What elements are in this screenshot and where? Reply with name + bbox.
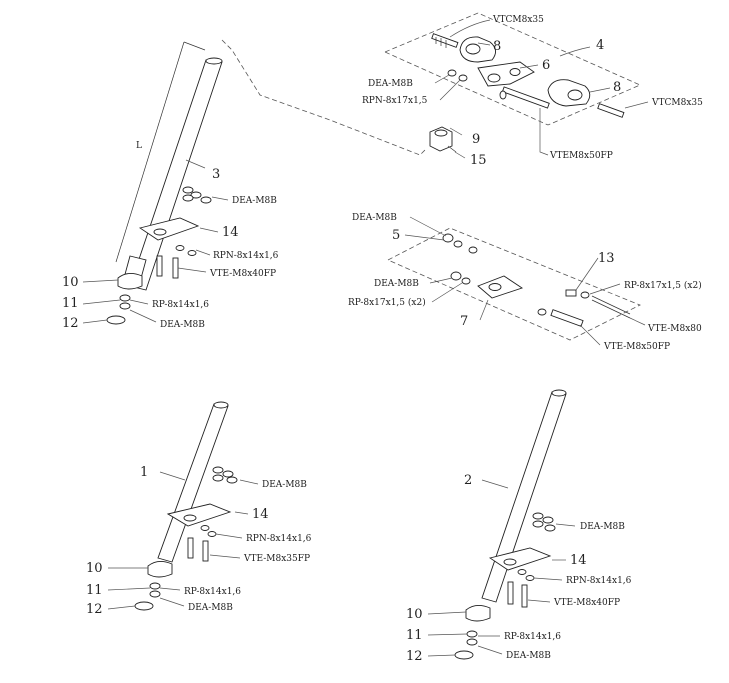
fork-bracket-14-f1	[166, 503, 232, 527]
ring-part-12-f1	[134, 601, 154, 611]
label-rp-f3: RP-8x14x1,6	[152, 300, 209, 310]
label-11-f3: 11	[62, 296, 79, 311]
label-vtcm-top: VTCM8x35	[492, 15, 544, 25]
spacer-part-13	[565, 289, 577, 297]
fork-assembly-1	[134, 401, 238, 611]
label-15: 15	[470, 153, 487, 168]
label-rp-mid-left: RP-8x17x1,5 (x2)	[348, 297, 426, 308]
nut-part-9	[429, 126, 453, 152]
ring-part-12-f2	[454, 650, 474, 660]
label-dea2-f1: DEA-M8B	[188, 603, 233, 613]
label-vte-m8x80: VTE-M8x80	[647, 324, 702, 334]
label-vtcm-right: VTCM8x35	[651, 98, 703, 108]
label-dea-f3: DEA-M8B	[232, 196, 277, 206]
bolt-vtcm-top	[431, 33, 459, 48]
screw-part-15	[447, 145, 457, 153]
ring-part-12-f3	[106, 315, 126, 325]
label-12-f1: 12	[86, 602, 103, 617]
cap-part-10-f1	[147, 561, 173, 578]
label-rpn-top: RPN-8x17x1,5	[362, 96, 428, 106]
label-14-f1: 14	[252, 507, 269, 522]
bolt-vte-m8x50	[550, 309, 584, 327]
label-rp-f1: RP-8x14x1,6	[184, 587, 241, 597]
label-8-right: 8	[613, 80, 621, 95]
washer-dea-top	[447, 69, 457, 77]
label-vte-f1: VTE-M8x35FP	[243, 554, 310, 564]
label-rp-mid-right: RP-8x17x1,5 (x2)	[624, 280, 702, 291]
label-6: 6	[542, 58, 550, 73]
label-dea-mid: DEA-M8B	[352, 213, 397, 223]
label-vtem: VTEM8x50FP	[549, 151, 613, 161]
clamp-assembly-top	[221, 12, 641, 156]
label-14-f2: 14	[570, 553, 587, 568]
fork-bracket-14-f3	[138, 217, 200, 241]
label-3: 3	[212, 167, 220, 182]
label-7: 7	[460, 314, 468, 329]
label-1: 1	[140, 465, 148, 480]
fork-assembly-3	[106, 41, 223, 325]
label-dea-top: DEA-M8B	[368, 79, 413, 89]
bolt-vtcm-right	[597, 103, 625, 118]
clamp-part-8-top	[459, 36, 496, 63]
label-vte-f3: VTE-M8x40FP	[209, 269, 276, 279]
labels: VTCM8x35 8 4 6 DEA-M8B RPN-8x17x1,5 8 VT…	[62, 15, 703, 664]
label-vte-f2: VTE-M8x40FP	[553, 598, 620, 608]
cap-part-10-f3	[117, 273, 143, 290]
washer-part-11-f2	[466, 630, 478, 638]
washer-part-11-f3	[119, 294, 131, 302]
label-rpn-f3: RPN-8x14x1,6	[213, 251, 279, 261]
label-rp-f2: RP-8x14x1,6	[504, 632, 561, 642]
bracket-part-6	[477, 61, 535, 87]
label-14-f3: 14	[222, 225, 239, 240]
label-9: 9	[472, 132, 480, 147]
label-dea-f2: DEA-M8B	[580, 522, 625, 532]
washer-rpn-top	[458, 74, 468, 82]
dimension-line-L	[115, 41, 185, 263]
bolt-vtem-8x50	[499, 86, 550, 109]
clamp-part-8-right	[547, 79, 591, 107]
cap-part-10-f2	[465, 605, 491, 622]
label-rpn-f2: RPN-8x14x1,6	[566, 576, 632, 586]
fork-bracket-14-f2	[488, 547, 552, 571]
label-10-f2: 10	[406, 607, 423, 622]
label-rpn-f1: RPN-8x14x1,6	[246, 534, 312, 544]
bolt-vte-m8x80	[591, 295, 631, 315]
label-2: 2	[464, 473, 472, 488]
label-dea2-f2: DEA-M8B	[506, 651, 551, 661]
label-12-f3: 12	[62, 316, 79, 331]
label-10-f3: 10	[62, 275, 79, 290]
label-10-f1: 10	[86, 561, 103, 576]
label-11-f2: 11	[406, 628, 423, 643]
label-dea-f1: DEA-M8B	[262, 480, 307, 490]
label-8-top: 8	[493, 39, 501, 54]
label-12-f2: 12	[406, 649, 423, 664]
label-dea2-f3: DEA-M8B	[160, 320, 205, 330]
fork-tube-3	[129, 59, 223, 291]
label-5: 5	[392, 228, 400, 243]
fork-assembly-2	[454, 389, 567, 660]
label-13: 13	[598, 251, 615, 266]
label-dea-mid2: DEA-M8B	[374, 279, 419, 289]
label-11-f1: 11	[86, 583, 103, 598]
leader-lines	[82, 19, 649, 657]
label-L: L	[136, 141, 142, 151]
bracket-assembly-5-7	[387, 227, 641, 341]
washer-part-11-f1	[149, 582, 161, 590]
label-vte-m8x50: VTE-M8x50FP	[603, 342, 670, 352]
label-4: 4	[596, 38, 604, 53]
